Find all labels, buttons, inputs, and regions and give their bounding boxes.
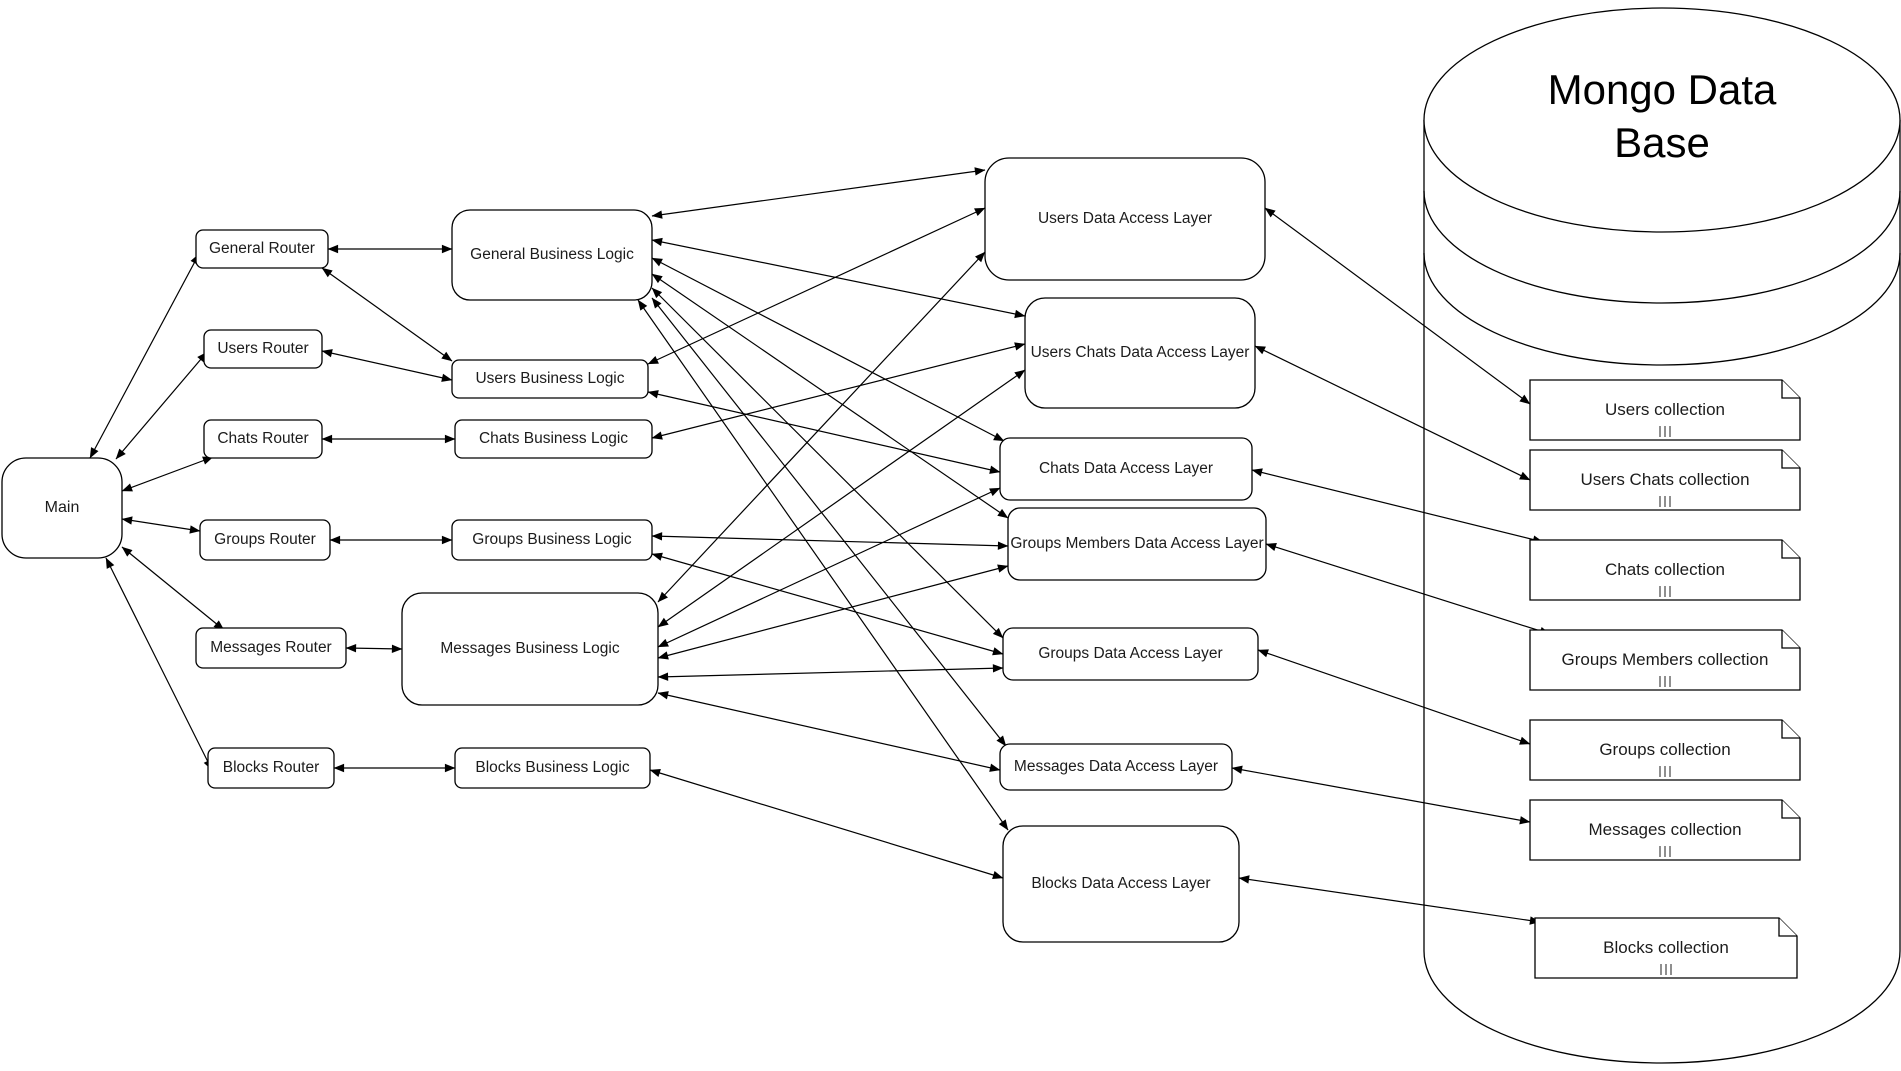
node-col-chats (1529, 539, 1801, 601)
folded-corner-icon (1781, 720, 1800, 739)
edge-bl-groups--dal-groups-members (651, 532, 1009, 550)
folded-corner-icon (1781, 540, 1800, 559)
node-dal-groups (1002, 627, 1259, 681)
node-col-groups-members (1529, 629, 1801, 691)
node-bl-blocks (454, 747, 651, 789)
edge-bl-groups--dal-groups (651, 552, 1004, 656)
node-col-users (1529, 379, 1801, 441)
edge-main--router-users (115, 351, 208, 460)
node-bl-chats (454, 419, 653, 459)
edge-dal-users--col-users (1264, 207, 1531, 405)
edge-bl-blocks--dal-blocks (649, 768, 1004, 880)
node-dal-users (984, 157, 1266, 281)
edge-main--router-blocks (105, 557, 213, 771)
mongo-database-cylinder (1423, 7, 1901, 1064)
node-dal-groups-members (1007, 507, 1267, 581)
edge-dal-blocks--col-blocks (1238, 875, 1541, 925)
edge-bl-general--dal-users-chats (651, 237, 1026, 319)
folded-corner-icon (1778, 918, 1797, 937)
node-dal-blocks (1002, 825, 1240, 943)
edge-bl-general--dal-groups (651, 287, 1004, 639)
cylinder-disc-arc-2 (1423, 252, 1901, 366)
edge-main--router-groups (121, 516, 201, 534)
edge-bl-messages--dal-users (657, 251, 986, 603)
edge-bl-users--dal-users (647, 207, 986, 365)
node-router-chats (203, 419, 323, 459)
edge-router-general--bl-users (321, 267, 453, 362)
edge-bl-chats--dal-users-chats (651, 342, 1026, 440)
node-col-groups (1529, 719, 1801, 781)
edge-bl-messages--dal-messages (657, 691, 1001, 772)
edge-dal-groups-members--col-groups-members (1265, 543, 1551, 635)
edge-router-users--bl-users (321, 349, 453, 382)
node-dal-users-chats (1024, 297, 1256, 409)
cylinder-bottom-arc (1423, 950, 1901, 1064)
folded-corner-icon (1781, 800, 1800, 819)
folded-corner-icon (1781, 450, 1800, 469)
nodes (1, 157, 1801, 979)
edge-bl-general--dal-users (651, 167, 986, 219)
node-bl-users (451, 359, 649, 399)
node-router-groups (199, 519, 331, 561)
edge-dal-messages--col-messages (1231, 765, 1531, 825)
edge-bl-general--dal-blocks (637, 299, 1009, 831)
edge-router-messages--bl-messages (345, 643, 403, 654)
node-router-general (195, 229, 329, 269)
edge-bl-messages--dal-groups-members (657, 564, 1009, 660)
node-router-blocks (207, 747, 335, 789)
edge-bl-messages--dal-groups (657, 664, 1004, 681)
edge-bl-general--dal-messages (651, 297, 1007, 747)
node-router-messages (195, 627, 347, 669)
edge-dal-chats--col-chats (1251, 468, 1544, 544)
node-main (1, 457, 123, 559)
node-col-blocks (1534, 917, 1798, 979)
node-dal-messages (999, 743, 1233, 791)
node-dal-chats (999, 437, 1253, 501)
folded-corner-icon (1781, 380, 1800, 399)
node-bl-general (451, 209, 653, 301)
edge-main--router-chats (121, 456, 214, 492)
edge-dal-groups--col-groups (1257, 649, 1531, 745)
edge-bl-messages--dal-chats (657, 487, 1001, 648)
node-bl-messages (401, 592, 659, 706)
edge-main--router-general (89, 253, 200, 459)
node-router-users (203, 329, 323, 369)
folded-corner-icon (1781, 630, 1800, 649)
cylinder-top-ellipse (1423, 7, 1901, 233)
node-col-messages (1529, 799, 1801, 861)
edge-dal-users-chats--col-users-chats (1254, 345, 1531, 481)
node-bl-groups (451, 519, 653, 561)
node-col-users-chats (1529, 449, 1801, 511)
edges (89, 167, 1551, 925)
edge-bl-general--dal-chats (651, 257, 1005, 442)
